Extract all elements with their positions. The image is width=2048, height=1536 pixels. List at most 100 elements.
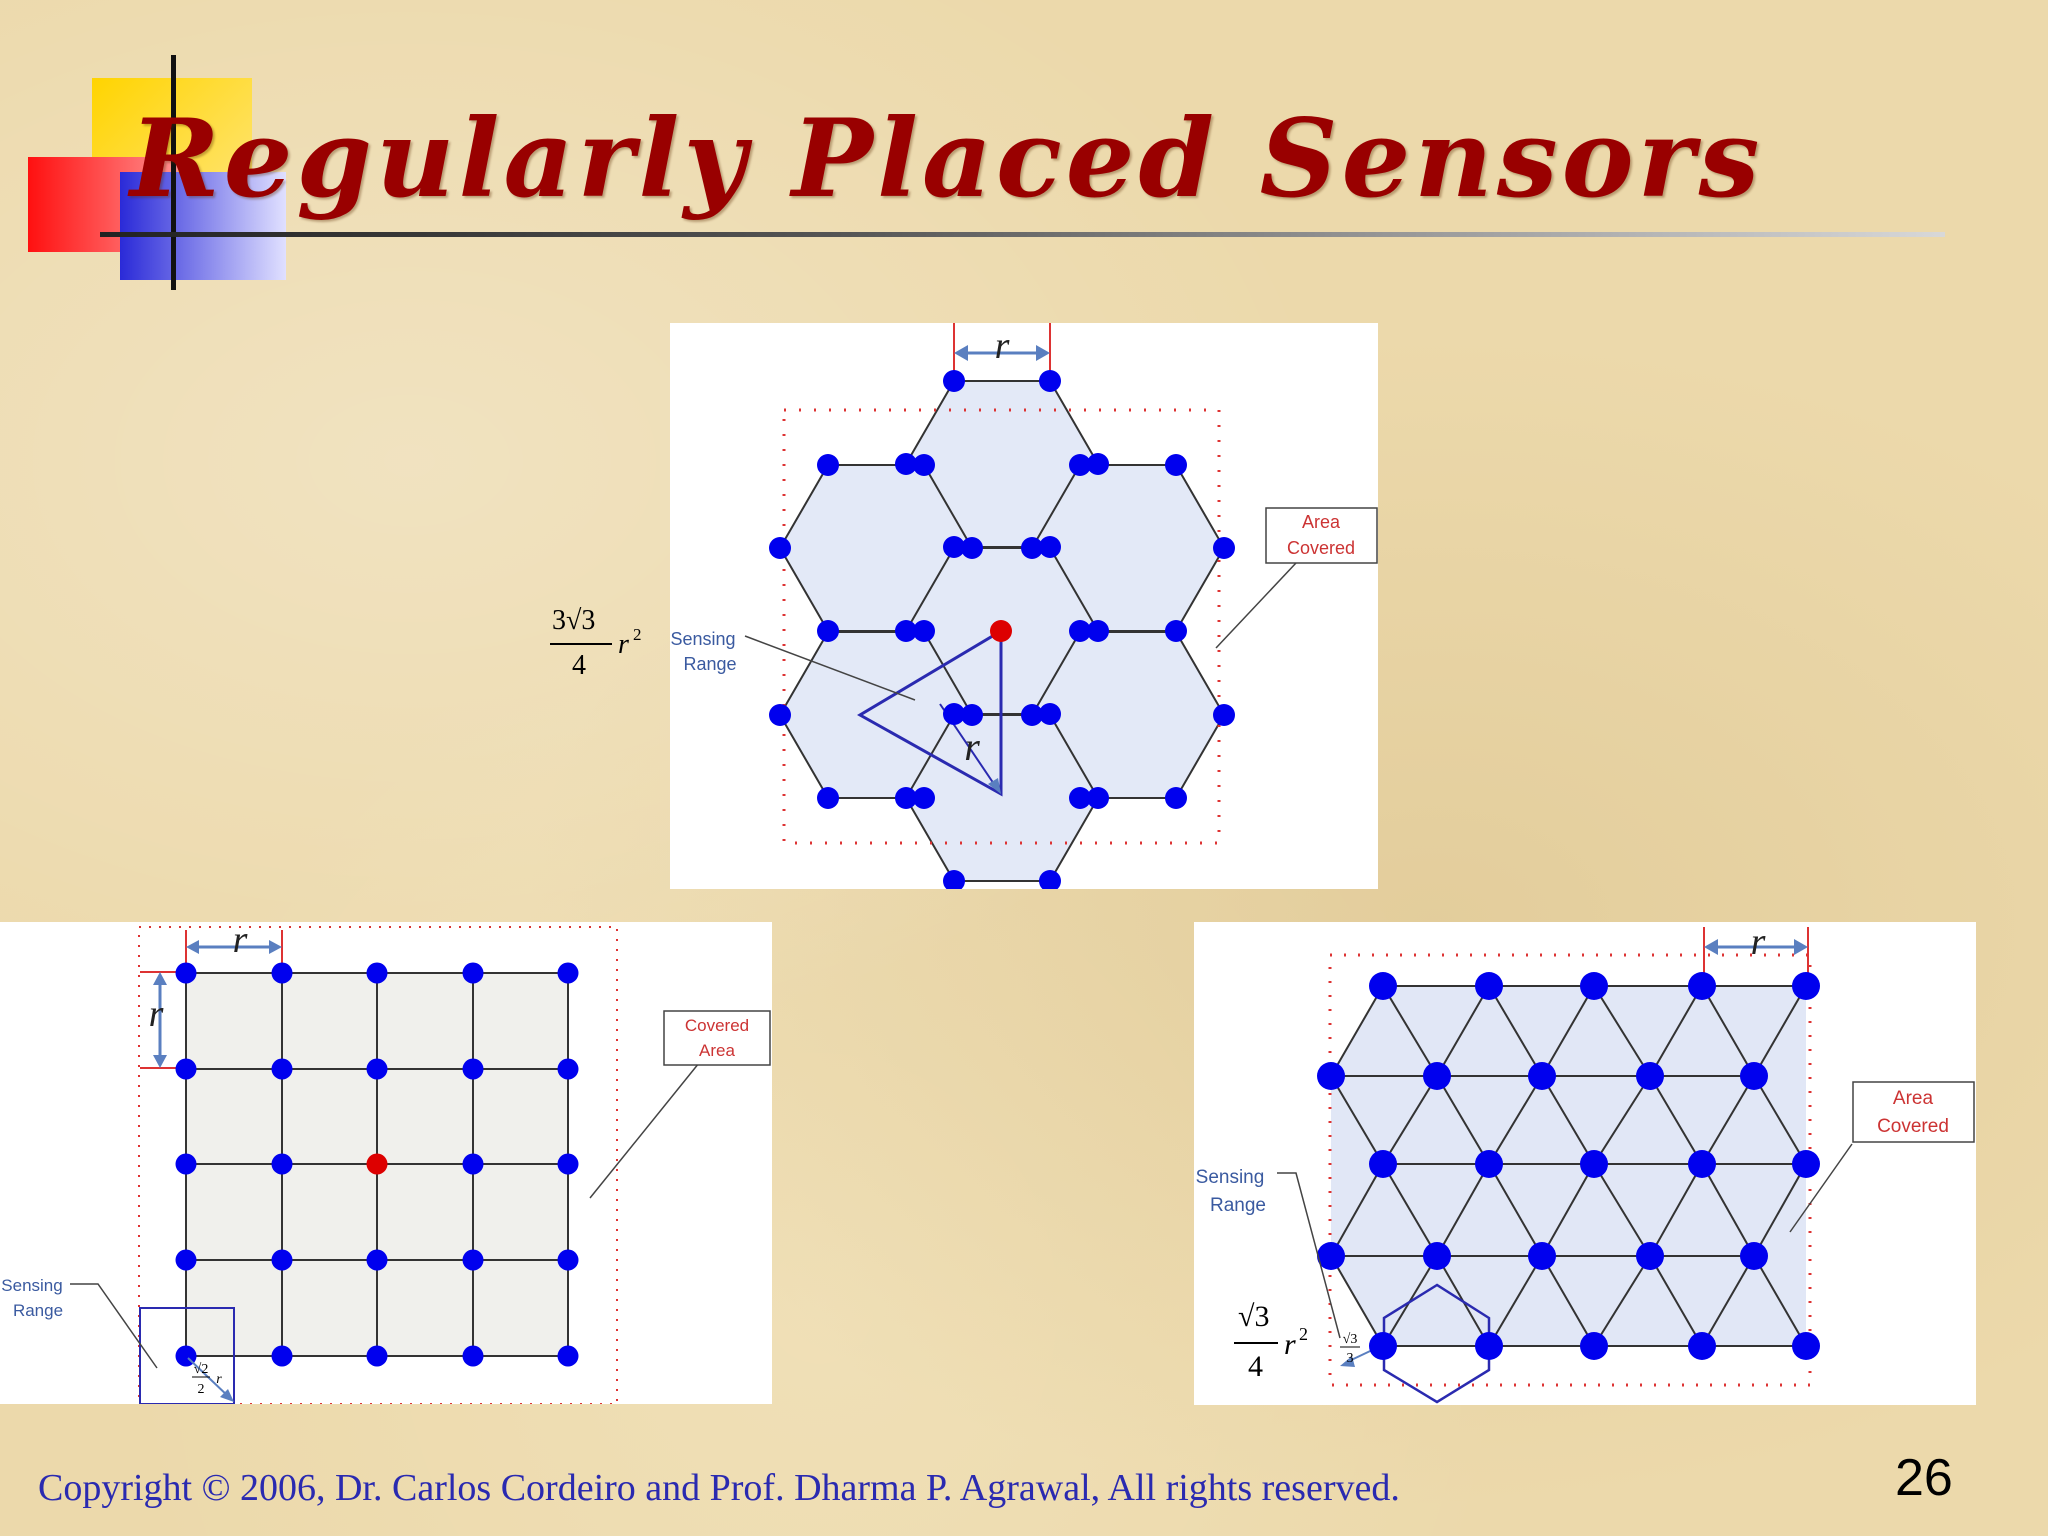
grid-line-diagonal [1541,1255,1595,1347]
sensor-node [1165,454,1187,476]
slide-title: Regularly Placed Sensors [130,96,1764,222]
sensor-node [1039,536,1061,558]
covered-area-label-line1: Covered [685,1016,749,1035]
formula-variable: r [1284,1328,1296,1361]
sensor-node [1039,870,1061,889]
inner-radius-arrow-head [1340,1356,1355,1367]
sensing-range-label-line1: Sensing [1196,1167,1265,1188]
sensor-node [1475,1150,1503,1178]
hexagon-diagram: r r Sensing Range Area Covered [670,323,1378,889]
triangle-grid-diagram-panel: r √3 3 Sensing Range Area Covered [1194,922,1976,1405]
sensing-range-label-line1: Sensing [1,1276,62,1295]
sensor-node [1039,703,1061,725]
sensing-range-label-line1: Sensing [670,629,735,649]
sensor-node [1165,787,1187,809]
grid-line-diagonal [1753,1255,1807,1347]
grid-line-diagonal [1382,985,1438,1077]
sensing-range-hexagon [1382,1283,1491,1404]
grid-line-diagonal [1593,1075,1651,1165]
sensor-node [271,1153,293,1175]
sensing-range-leader [70,1283,158,1369]
hexagon-diagram-panel: r r Sensing Range Area Covered [670,323,1378,889]
sensor-node [895,787,917,809]
triangle-grid-fill [1331,986,1806,1346]
grid-line-diagonal [1593,1255,1651,1347]
sensor-node [462,1345,484,1367]
grid-line-diagonal [1382,1075,1438,1165]
radius-arrow-head [988,778,1001,794]
area-covered-box [1265,507,1378,564]
sensor-node [769,704,791,726]
sensor-node [366,962,388,984]
sensor-node [175,962,197,984]
sensor-node [1580,1150,1608,1178]
sensor-node [557,1345,579,1367]
sensor-node [1069,620,1091,642]
sensor-node [271,1249,293,1271]
grid-line-diagonal [1649,1075,1703,1165]
sensor-node [557,1249,579,1271]
sensor-node [1069,454,1091,476]
sensor-node [271,1345,293,1367]
inner-formula-numerator: √2 [194,1362,209,1377]
area-covered-box [1852,1081,1975,1143]
sensor-node [961,704,983,726]
inner-formula-numerator: √3 [1343,1332,1358,1347]
inner-formula-denominator: 2 [198,1382,205,1397]
grid-line-diagonal [1541,1075,1595,1165]
sensor-node [1039,370,1061,392]
sensor-node [1740,1242,1768,1270]
area-covered-label-line2: Covered [1287,538,1355,558]
area-covered-label-line1: Area [1893,1088,1934,1109]
page-number: 26 [1895,1449,1953,1507]
deco-vertical-line [171,55,176,290]
sensor-node [895,453,917,475]
sensor-node [1213,704,1235,726]
formula-denominator: 4 [572,650,586,681]
arrow-head-left [1704,939,1718,955]
sensor-node [175,1249,197,1271]
title-underline [100,232,1945,237]
grid-line-diagonal [1488,1163,1543,1257]
sensor-node [1475,1332,1503,1360]
arrow-head-down [153,1055,167,1068]
sensor-node [817,454,839,476]
copyright-footer: Copyright © 2006, Dr. Carlos Cordeiro an… [38,1467,1400,1509]
triangle-grid-diagram: r √3 3 Sensing Range Area Covered [1196,922,1975,1404]
sensor-node [913,787,935,809]
sensor-node [1792,972,1820,1000]
sensor-node [1475,972,1503,1000]
sensor-node [271,962,293,984]
sensor-node [1021,704,1043,726]
area-covered-leader [1215,562,1297,649]
r-label-vertical: r [149,993,164,1035]
sensor-node [1580,972,1608,1000]
grid-line-diagonal [1541,1163,1595,1257]
grid-line-diagonal [1649,1255,1703,1347]
sensor-node [175,1153,197,1175]
half-diagonal-arrow-head [220,1389,234,1402]
covered-area-boundary [138,926,618,1404]
inner-formula-variable: r [216,1372,222,1387]
formula-denominator: 4 [1248,1350,1263,1383]
grid-line-diagonal [1436,1163,1490,1257]
sensor-node [961,537,983,559]
grid-line-diagonal [1436,985,1490,1077]
grid-line-diagonal [1330,1075,1384,1165]
sensor-node [462,1249,484,1271]
sensor-node [1087,620,1109,642]
square-grid-diagram-panel: r r √2 2 r Sensing Range Covered Area [0,922,772,1404]
covered-area-box [663,1010,771,1066]
sensor-node [913,454,935,476]
sensing-range-square [139,1307,235,1404]
arrow-head-left [954,345,968,361]
grid-line-diagonal [1330,1255,1384,1347]
grid-line-diagonal [1701,1255,1755,1347]
sensor-node [943,870,965,889]
hex-area-formula: 3√3 4 r 2 [550,605,650,695]
sensor-node [1317,1062,1345,1090]
sensor-node [943,536,965,558]
sensor-node [1580,1332,1608,1360]
triangle-area-formula: √3 4 r 2 [1232,1300,1332,1392]
sensing-range-label-line2: Range [1210,1195,1266,1216]
